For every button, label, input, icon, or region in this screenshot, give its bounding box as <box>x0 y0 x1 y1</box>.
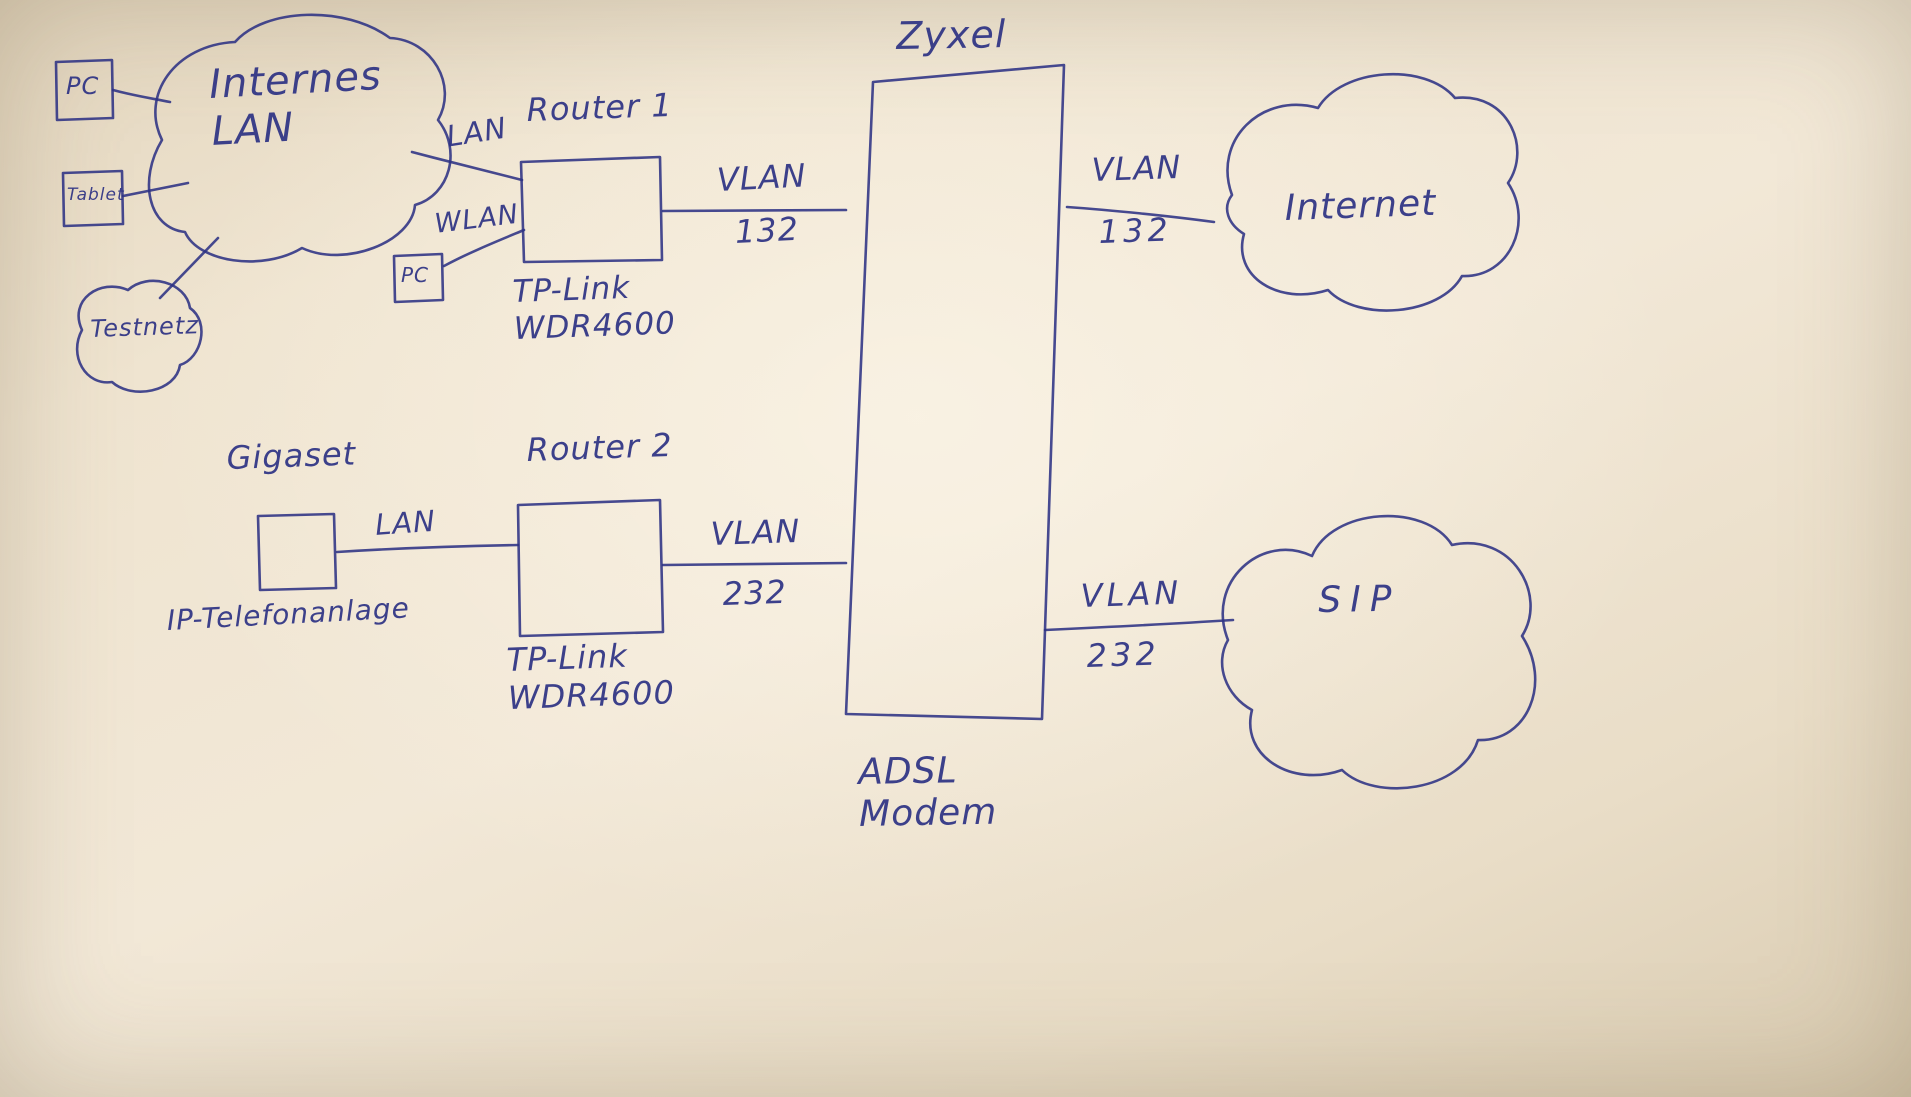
vlan132-right-id: 132 <box>1097 210 1173 251</box>
gigaset-box <box>256 512 338 592</box>
vlan232-right-name: VLAN <box>1079 573 1183 615</box>
link-router2-zyxel <box>661 561 848 567</box>
lan2-label: LAN <box>374 503 437 542</box>
internes-lan-label: Internes LAN <box>208 52 383 156</box>
vlan232-left-name: VLAN <box>709 511 801 553</box>
sip-label: SIP <box>1318 578 1401 621</box>
pc2-label: PC <box>401 263 430 287</box>
router2-model: TP-Link WDR4600 <box>505 636 676 717</box>
link-zyxel-sip <box>1043 618 1235 632</box>
router1-model: TP-Link WDR4600 <box>512 269 677 347</box>
vlan132-right-name: VLAN <box>1090 147 1182 189</box>
vlan232-right-id: 232 <box>1085 634 1161 675</box>
link-lan-router1 <box>410 150 524 182</box>
vlan132-left-name: VLAN <box>715 156 808 199</box>
router1-box <box>519 155 664 264</box>
link-zyxel-internet <box>1065 205 1216 224</box>
tablet-box <box>61 169 125 228</box>
sip-cloud <box>1220 514 1537 790</box>
zyxel-box <box>844 63 1066 721</box>
link-pc1-lan <box>111 88 172 104</box>
vlan232-left-id: 232 <box>721 572 788 613</box>
testnetz-cloud <box>75 279 203 393</box>
link-tablet-lan <box>121 181 190 198</box>
link-router1-zyxel <box>661 208 848 213</box>
router1-title: Router 1 <box>525 85 674 129</box>
router2-box <box>516 498 665 638</box>
gigaset-title: Gigaset <box>225 434 357 477</box>
link-gigaset-router2 <box>335 543 520 554</box>
tablet-label: Tablet <box>67 185 125 205</box>
router2-title: Router 2 <box>525 425 674 469</box>
internet-label: Internet <box>1284 182 1437 229</box>
vlan132-left-id: 132 <box>733 209 800 251</box>
internet-cloud <box>1225 72 1520 312</box>
pc1-label: PC <box>66 72 100 100</box>
link-lan-testnetz <box>158 236 220 300</box>
link-wlan-pc2 <box>442 228 526 268</box>
testnetz-label: Testnetz <box>90 311 200 343</box>
zyxel-subtitle: ADSL Modem <box>858 750 998 836</box>
zyxel-title: Zyxel <box>896 12 1007 58</box>
pc1-box <box>54 58 115 122</box>
pc2-box <box>392 252 445 304</box>
